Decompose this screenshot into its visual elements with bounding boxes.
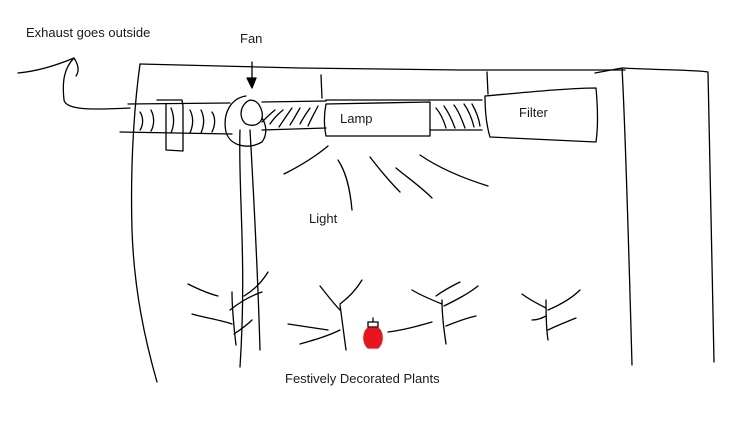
lamp-housing xyxy=(325,102,431,136)
plants xyxy=(188,272,580,350)
duct-lower-edge xyxy=(262,128,326,130)
tent-top-seam-1 xyxy=(321,75,322,98)
duct-fan-to-lamp xyxy=(262,101,326,130)
exhaust-duct-upper xyxy=(128,103,230,104)
tent-right-front-edge xyxy=(622,68,714,362)
duct-lamp-to-filter xyxy=(430,100,482,130)
lamp-label: Lamp xyxy=(340,111,373,126)
carbon-filter xyxy=(485,88,598,142)
tent-outline xyxy=(132,64,714,382)
ornament-cap xyxy=(368,322,378,327)
filter-label: Filter xyxy=(519,105,548,120)
tent-door-seam xyxy=(240,130,243,367)
filter-body xyxy=(485,88,598,142)
duct-ribs xyxy=(140,108,215,133)
tent-top-edge xyxy=(140,64,625,70)
exhaust-duct-outlet xyxy=(18,58,130,109)
exhaust-duct-lower xyxy=(120,132,232,134)
light-label: Light xyxy=(309,211,338,226)
exhaust-duct xyxy=(18,58,232,151)
plants-label: Festively Decorated Plants xyxy=(285,371,440,386)
plant-4 xyxy=(522,290,580,340)
plant-2 xyxy=(288,280,362,350)
tent-top-seam-2 xyxy=(487,72,488,94)
plant-1 xyxy=(188,272,268,345)
tent-door-seam-2 xyxy=(250,130,260,350)
duct-clamp xyxy=(157,100,183,151)
lamp xyxy=(325,100,431,136)
ornament-ball xyxy=(364,328,382,348)
duct-upper-edge xyxy=(262,101,326,102)
exhaust-label: Exhaust goes outside xyxy=(26,25,151,40)
tent-right-back-edge xyxy=(595,68,632,365)
fan-hub xyxy=(241,100,262,125)
tent-left-wall xyxy=(132,64,157,382)
fan-label: Fan xyxy=(240,31,263,46)
christmas-ornament xyxy=(364,318,382,348)
plant-3 xyxy=(388,282,478,344)
light-rays xyxy=(284,146,488,210)
fan-arrow-head xyxy=(247,78,256,88)
